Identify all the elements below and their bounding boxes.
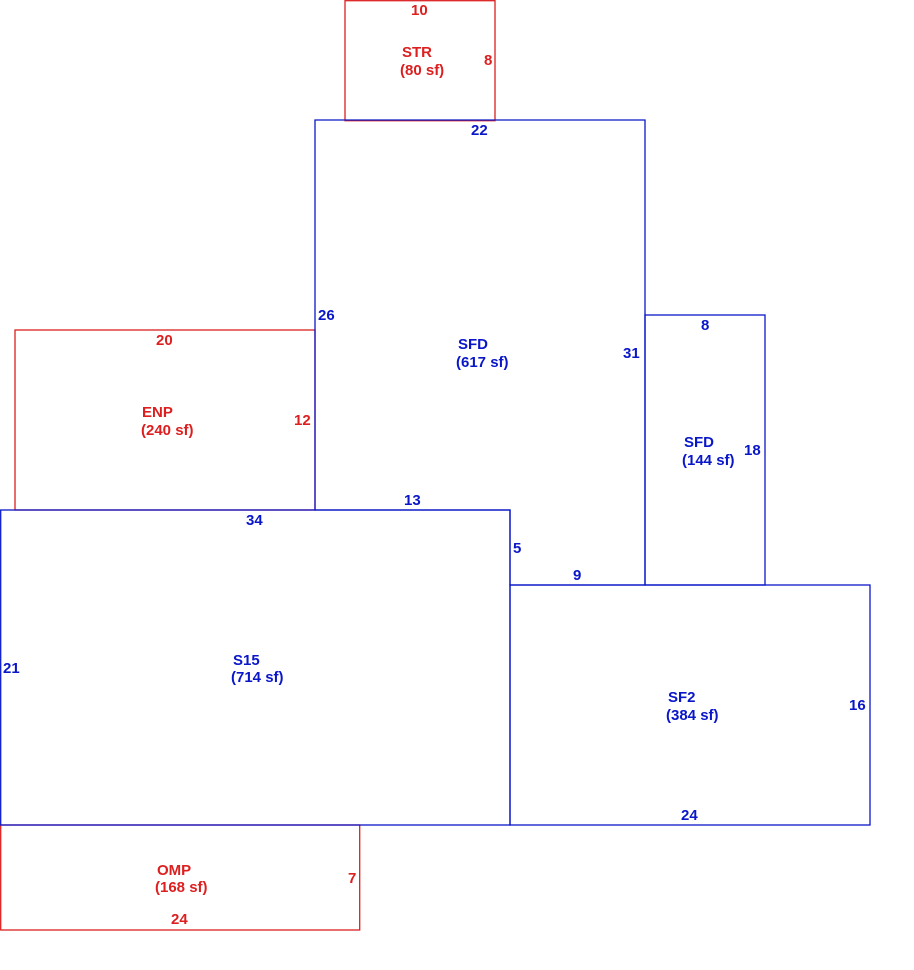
dim-sfd-notch-vertical: 5 [513,540,521,557]
dim-sfd-side-top: 8 [701,317,709,334]
enp-area-label: (240 sf) [141,422,194,439]
str-area-label: (80 sf) [400,62,444,79]
omp-code-label: OMP [157,862,191,879]
dim-s15-left: 21 [3,660,20,677]
enp-code-label: ENP [142,404,173,421]
s15-area-label: (714 sf) [231,669,284,686]
str-outline [344,0,496,122]
dim-str-right: 8 [484,52,492,69]
s15-code-label: S15 [233,652,260,669]
sfd-side-area-label: (144 sf) [682,452,735,469]
dim-omp-bottom: 24 [171,911,188,928]
omp-area-label: (168 sf) [155,879,208,896]
sfd-side-code-label: SFD [684,434,714,451]
dim-sfd-right: 31 [623,345,640,362]
dim-sfd-left: 26 [318,307,335,324]
dim-sfd-bottom: 13 [404,492,421,509]
sf2-code-label: SF2 [668,689,696,706]
dim-omp-right: 7 [348,870,356,887]
sfd-main-code-label: SFD [458,336,488,353]
dim-enp-top: 20 [156,332,173,349]
dim-sf2-right: 16 [849,697,866,714]
dim-sfd-side-right: 18 [744,442,761,459]
sf2-outline [509,584,871,826]
dim-enp-right: 12 [294,412,311,429]
dim-sf2-bottom: 24 [681,807,698,824]
dim-sfd-top: 22 [471,122,488,139]
dim-sfd-notch-horizontal: 9 [573,567,581,584]
sf2-area-label: (384 sf) [666,707,719,724]
str-code-label: STR [402,44,432,61]
dim-s15-top: 34 [246,512,263,529]
sfd-main-area-label: (617 sf) [456,354,509,371]
dim-str-top: 10 [411,2,428,19]
